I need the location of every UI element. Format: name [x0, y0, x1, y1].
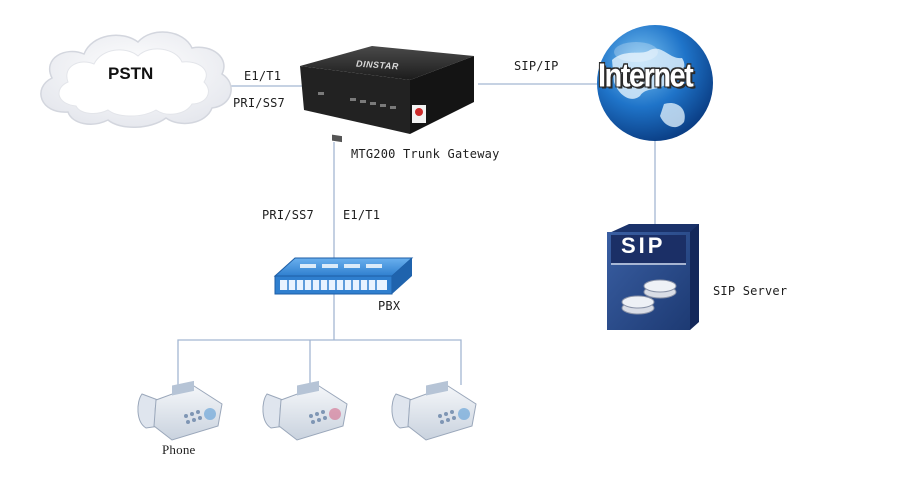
sip-server [607, 224, 699, 330]
pstn-gateway-top-label: E1/T1 [244, 69, 282, 83]
internet-label: Internet [598, 57, 694, 95]
gateway-pbx-right-label: E1/T1 [343, 208, 381, 222]
internet-globe [597, 25, 713, 141]
phone-1 [137, 380, 223, 441]
phone-bus [177, 339, 462, 385]
gateway-internet-label: SIP/IP [514, 59, 559, 73]
pbx-label: PBX [378, 299, 401, 313]
gateway-device [300, 46, 474, 143]
gateway-pbx-left-label: PRI/SS7 [262, 208, 314, 222]
phone-3 [391, 380, 477, 441]
sip-badge-label: SIP [621, 233, 666, 258]
phone-label: Phone [162, 442, 196, 457]
pbx-device [273, 257, 414, 295]
sip-server-label: SIP Server [713, 284, 788, 298]
pstn-cloud [40, 31, 232, 128]
pstn-label: PSTN [108, 64, 154, 83]
gateway-name-label: MTG200 Trunk Gateway [351, 147, 500, 161]
phone-2 [262, 380, 348, 441]
connection-lines [177, 83, 656, 385]
pstn-gateway-bottom-label: PRI/SS7 [233, 96, 285, 110]
